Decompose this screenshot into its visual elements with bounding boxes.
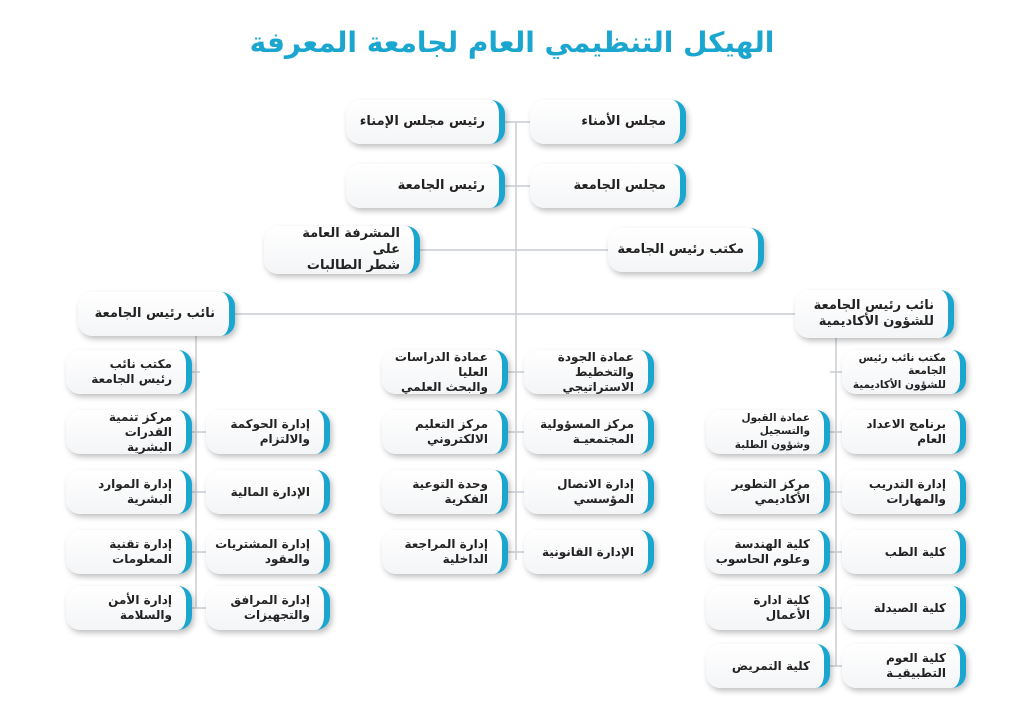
board-of-trustees-box: مجلس الأمناء: [530, 100, 686, 144]
center-unit-label: إدارة الاتصال المؤسسي: [557, 477, 634, 506]
page-title: الهيكل التنظيمي العام لجامعة المعرفة: [249, 26, 775, 59]
university-council-box: مجلس الجامعة: [530, 164, 686, 208]
vice-president-label: نائب رئيس الجامعة: [94, 305, 215, 321]
academic-unit-box: مكتب نائب رئيس الجامعة للشؤون الأكاديمية: [842, 350, 966, 394]
center-unit-label: وحدة التوعية الفكرية: [412, 477, 488, 506]
board-of-trustees-label: مجلس الأمناء: [581, 113, 666, 129]
academic-unit-label: عمادة القبول والتسجيل وشؤون الطلبة: [734, 412, 810, 451]
center-unit-label: الإدارة القانونية: [542, 544, 634, 559]
vp-unit-label: إدارة الأمن والسلامة: [108, 593, 172, 622]
vp-unit-box: إدارة الموارد البشرية: [66, 470, 192, 514]
academic-unit-box: كلية الهندسة وعلوم الحاسوب: [706, 530, 830, 574]
academic-unit-label: كلية الصيدلة: [873, 600, 946, 615]
trustees-chair-label: رئيس مجلس الإمناء: [359, 113, 485, 129]
vp-unit-label: إدارة المرافق والتجهيزات: [230, 593, 310, 622]
center-unit-label: عمادة الجودة والتخطيط الاستراتيجي: [557, 349, 634, 394]
center-unit-label: مركز التعليم الالكتروني: [414, 417, 488, 446]
academic-unit-box: كلية العوم التطبيقيـة: [842, 644, 966, 688]
vp-unit-label: الإدارة المالية: [230, 484, 310, 499]
center-unit-label: مركز المسؤولية المجتمعيـة: [539, 417, 634, 446]
vp-unit-label: إدارة المشتريات والعقود: [215, 537, 310, 566]
academic-vice-president-box: نائب رئيس الجامعة للشؤون الأكاديمية: [795, 290, 954, 338]
vice-president-box: نائب رئيس الجامعة: [78, 292, 235, 336]
president-office-label: مكتب رئيس الجامعة: [617, 241, 744, 257]
vp-unit-label: إدارة الحوكمة والالتزام: [230, 417, 310, 446]
academic-unit-label: كلية الطب: [884, 544, 946, 559]
academic-unit-box: كلية ادارة الأعمال: [706, 586, 830, 630]
academic-vice-president-label: نائب رئيس الجامعة للشؤون الأكاديمية: [813, 297, 934, 329]
vp-unit-label: مكتب نائب رئيس الجامعة: [91, 357, 172, 386]
center-unit-label: عمادة الدراسات العليا والبحث العلمي: [394, 349, 488, 394]
center-unit-box: عمادة الجودة والتخطيط الاستراتيجي: [524, 350, 654, 394]
academic-unit-label: مكتب نائب رئيس الجامعة للشؤون الأكاديمية: [852, 352, 946, 391]
vp-unit-box: إدارة الأمن والسلامة: [66, 586, 192, 630]
trustees-chair-box: رئيس مجلس الإمناء: [346, 100, 505, 144]
academic-unit-label: كلية ادارة الأعمال: [753, 593, 810, 622]
vp-unit-box: إدارة الحوكمة والالتزام: [206, 410, 330, 454]
university-president-label: رئيس الجامعة: [397, 177, 485, 193]
center-unit-box: عمادة الدراسات العليا والبحث العلمي: [382, 350, 508, 394]
center-unit-box: مركز المسؤولية المجتمعيـة: [524, 410, 654, 454]
vp-unit-box: مركز تنمية القدرات البشرية: [66, 410, 192, 454]
academic-unit-box: كلية الصيدلة: [842, 586, 966, 630]
vp-unit-label: إدارة تقنية المعلومات: [109, 537, 172, 566]
academic-unit-box: إدارة التدريب والمهارات: [842, 470, 966, 514]
academic-unit-box: كلية الطب: [842, 530, 966, 574]
center-unit-box: إدارة المراجعة الداخلية: [382, 530, 508, 574]
vp-unit-box: الإدارة المالية: [206, 470, 330, 514]
academic-unit-label: كلية الهندسة وعلوم الحاسوب: [715, 537, 810, 566]
center-unit-box: إدارة الاتصال المؤسسي: [524, 470, 654, 514]
center-unit-box: وحدة التوعية الفكرية: [382, 470, 508, 514]
academic-unit-box: مركز التطوير الأكاديمي: [706, 470, 830, 514]
academic-unit-label: إدارة التدريب والمهارات: [868, 477, 946, 506]
vp-unit-label: مركز تنمية القدرات البشرية: [108, 409, 172, 454]
vp-unit-box: إدارة تقنية المعلومات: [66, 530, 192, 574]
vp-unit-label: إدارة الموارد البشرية: [98, 477, 172, 506]
academic-unit-label: برنامج الاعداد العام: [866, 417, 946, 446]
center-unit-label: إدارة المراجعة الداخلية: [404, 537, 489, 566]
president-office-box: مكتب رئيس الجامعة: [608, 228, 764, 272]
center-unit-box: مركز التعليم الالكتروني: [382, 410, 508, 454]
academic-unit-label: كلية العوم التطبيقيـة: [886, 651, 946, 680]
academic-unit-label: مركز التطوير الأكاديمي: [731, 477, 810, 506]
center-unit-box: الإدارة القانونية: [524, 530, 654, 574]
university-council-label: مجلس الجامعة: [573, 177, 667, 193]
female-section-supervisor-box: المشرفة العامة على شطر الطالبات: [264, 226, 420, 274]
university-president-box: رئيس الجامعة: [346, 164, 505, 208]
academic-unit-box: كلية التمريض: [706, 644, 830, 688]
academic-unit-box: برنامج الاعداد العام: [842, 410, 966, 454]
academic-unit-label: كلية التمريض: [731, 658, 810, 673]
academic-unit-box: عمادة القبول والتسجيل وشؤون الطلبة: [706, 410, 830, 454]
vp-unit-box: مكتب نائب رئيس الجامعة: [66, 350, 192, 394]
female-section-supervisor-label: المشرفة العامة على شطر الطالبات: [302, 225, 400, 274]
vp-unit-box: إدارة المشتريات والعقود: [206, 530, 330, 574]
vp-unit-box: إدارة المرافق والتجهيزات: [206, 586, 330, 630]
